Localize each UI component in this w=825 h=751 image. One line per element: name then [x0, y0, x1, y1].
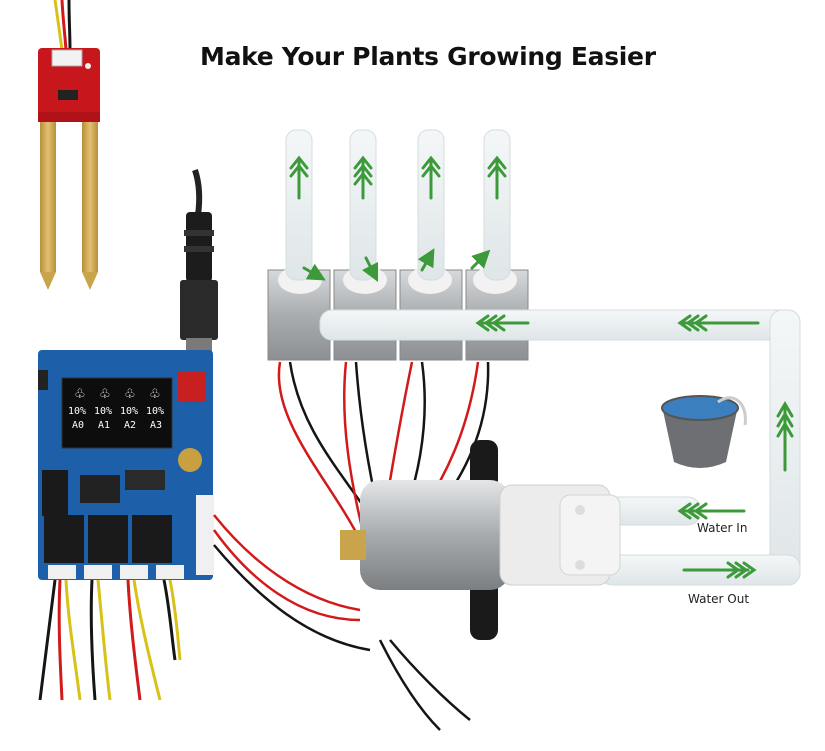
oled-percent-2: 10%: [120, 406, 138, 417]
oled-channel-3: A3: [150, 420, 162, 431]
outlet-tubes: [285, 129, 511, 281]
water-pump: [340, 440, 621, 640]
oled-channel-2: A2: [124, 420, 136, 431]
dc-power-plug: [180, 169, 218, 356]
page-title: Make Your Plants Growing Easier: [200, 42, 656, 71]
arrow-water-out-icon: [682, 561, 757, 579]
flow-arrows: [289, 155, 794, 579]
sensor-cables: [38, 579, 182, 701]
soil-moisture-sensor: [38, 0, 100, 290]
arrow-up-outlet-2-icon: [353, 155, 373, 200]
oled-channel-1: A1: [98, 420, 110, 431]
svg-text:♧: ♧: [99, 387, 111, 402]
arrow-water-in-icon: [677, 502, 746, 520]
arrow-up-outlet-1-icon: [289, 155, 309, 200]
arrow-up-outlet-3-icon: [421, 155, 441, 200]
oled-percent-3: 10%: [146, 406, 164, 417]
arrow-left-tube-1-icon: [475, 314, 530, 332]
water-out-label: Water Out: [688, 592, 750, 606]
controller-board: ♧ ♧ ♧ ♧ 10% 10% 10% 10% A0 A1 A2 A3: [38, 350, 214, 580]
oled-display: ♧ ♧ ♧ ♧ 10% 10% 10% 10% A0 A1 A2 A3: [68, 387, 164, 431]
arrow-up-outlet-4-icon: [487, 155, 507, 200]
svg-text:♧: ♧: [149, 387, 161, 402]
svg-text:♧: ♧: [74, 387, 86, 402]
oled-channel-0: A0: [72, 420, 84, 431]
oled-percent-0: 10%: [68, 406, 86, 417]
oled-percent-1: 10%: [94, 406, 112, 417]
arrow-up-right-tube-icon: [776, 401, 794, 472]
water-bucket-icon: [661, 395, 747, 468]
svg-text:♧: ♧: [124, 387, 136, 402]
arrow-left-tube-2-icon: [677, 314, 760, 332]
water-in-label: Water In: [697, 521, 748, 535]
